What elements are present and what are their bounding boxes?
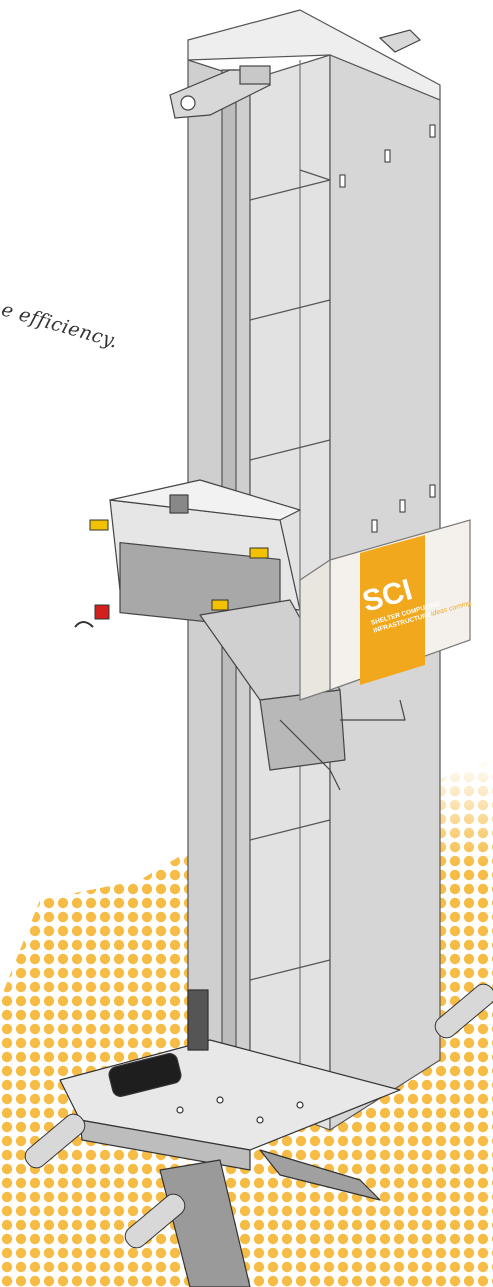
clamps: [74, 519, 269, 628]
logo-band: [299, 519, 471, 701]
cable-springs: [24, 983, 493, 1249]
base-platform: [59, 989, 401, 1287]
slots: [339, 124, 436, 533]
top-bracket: [169, 29, 422, 119]
carriage: [109, 479, 406, 791]
